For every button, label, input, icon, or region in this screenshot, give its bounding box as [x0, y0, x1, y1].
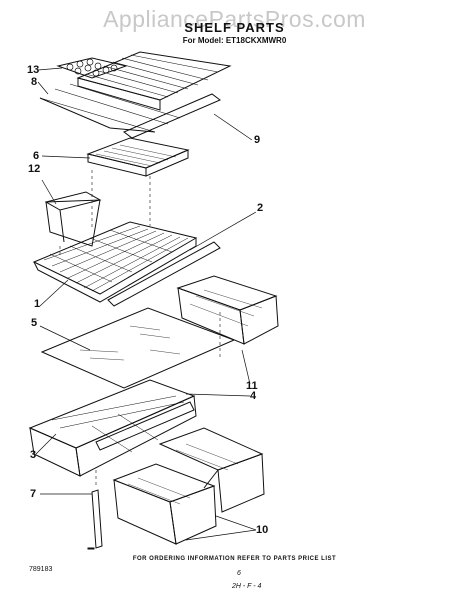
signature-date: 2H - F - 4 — [232, 583, 262, 590]
egg-tray — [56, 57, 128, 79]
shelf-trim-bar — [123, 93, 221, 139]
callout-10: 10 — [256, 524, 269, 536]
small-glass-shelf — [86, 137, 190, 177]
signature-mark: 6 — [237, 570, 241, 577]
callout-5: 5 — [31, 317, 38, 329]
callout-4: 4 — [250, 390, 257, 402]
model-subtitle: For Model: ET18CKXMWR0 — [182, 36, 287, 45]
crisper-cover-glass — [40, 307, 236, 389]
callout-7: 7 — [30, 488, 37, 500]
callout-12: 12 — [28, 163, 41, 175]
main-wire-shelf — [32, 221, 198, 303]
shelf-front-bar — [107, 241, 221, 307]
callout-2: 2 — [257, 202, 264, 214]
callout-8: 8 — [31, 76, 38, 88]
meat-keeper-drawer — [176, 275, 279, 345]
ordering-note: FOR ORDERING INFORMATION REFER TO PARTS … — [132, 556, 337, 562]
diagram-code: 789183 — [29, 566, 53, 573]
crisper-drawers — [112, 427, 265, 545]
callout-6: 6 — [33, 150, 40, 162]
callout-1: 1 — [34, 298, 41, 310]
watermark: AppliancePartsPros.com — [103, 6, 366, 32]
callout-3: 3 — [30, 449, 37, 461]
callout-13: 13 — [27, 64, 40, 76]
callout-9: 9 — [254, 134, 261, 146]
door-bin — [44, 191, 102, 247]
crisper-frame — [28, 379, 197, 550]
diagram-title: SHELF PARTS — [184, 20, 285, 35]
callout-11: 11 — [246, 380, 258, 392]
